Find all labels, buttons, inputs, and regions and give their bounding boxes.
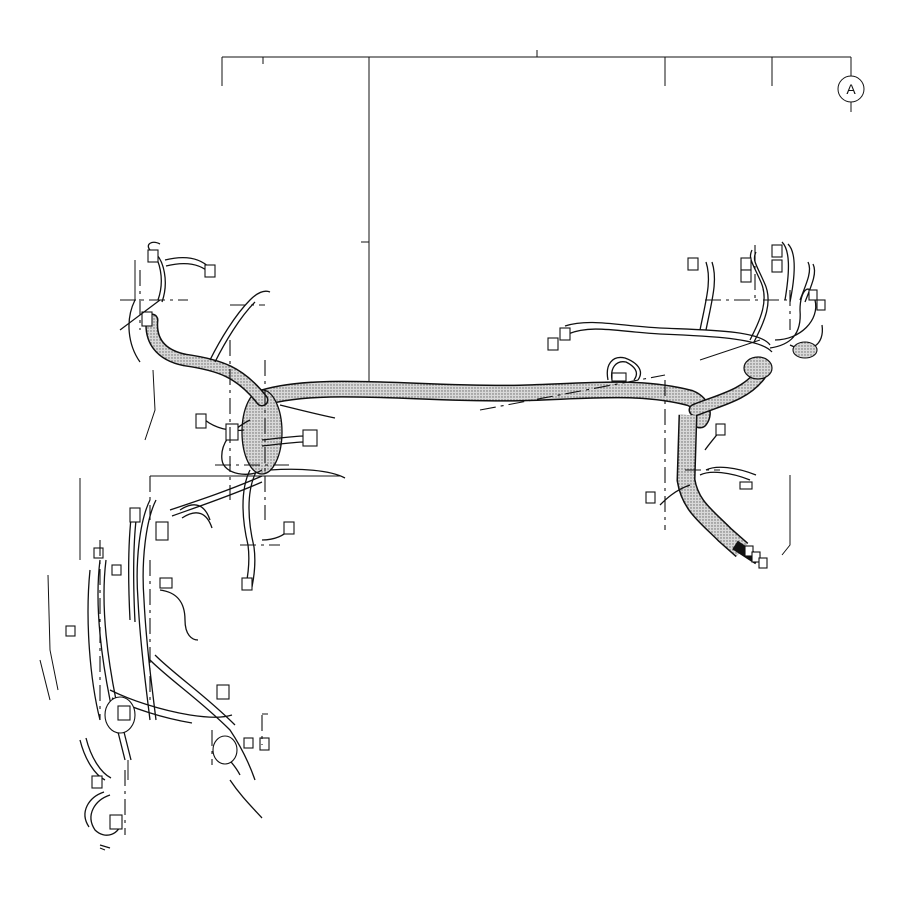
connector (204, 264, 216, 278)
connector (241, 577, 253, 591)
connector (547, 337, 559, 351)
connector (715, 423, 726, 436)
connector (687, 257, 699, 271)
connector (109, 814, 123, 830)
connector (195, 413, 207, 429)
right-harness-branch (547, 241, 826, 569)
lower-left-harness (65, 499, 270, 849)
connector (91, 775, 103, 789)
connector (739, 481, 753, 490)
connector (559, 327, 571, 341)
connector (302, 429, 318, 447)
left-harness-branch (119, 241, 346, 591)
connector (283, 521, 295, 535)
connector (129, 507, 141, 523)
connector (744, 545, 754, 557)
connector (111, 564, 122, 576)
callout-label: A (846, 81, 856, 97)
callout-a[interactable]: A (837, 75, 865, 103)
callout-circle (837, 75, 865, 103)
connector (225, 423, 239, 441)
connector (141, 311, 153, 327)
connector (771, 244, 783, 258)
connector (259, 737, 270, 751)
leader-bracket (221, 50, 852, 388)
connector (155, 521, 169, 541)
connector (117, 705, 131, 721)
connector (93, 547, 104, 559)
connector (65, 625, 76, 637)
boundary-lines (39, 260, 791, 851)
connector (216, 684, 230, 700)
connector (243, 737, 254, 749)
connector (758, 557, 768, 569)
connector (771, 259, 783, 273)
connector (740, 269, 752, 283)
connector (751, 551, 761, 563)
connector (611, 372, 627, 382)
reference-lines (99, 245, 791, 835)
main-harness-trunk (253, 380, 711, 429)
connector (740, 257, 752, 271)
connector (816, 299, 826, 311)
connector (159, 577, 173, 589)
connector (147, 249, 159, 263)
connector (645, 491, 656, 504)
connector (808, 289, 818, 301)
